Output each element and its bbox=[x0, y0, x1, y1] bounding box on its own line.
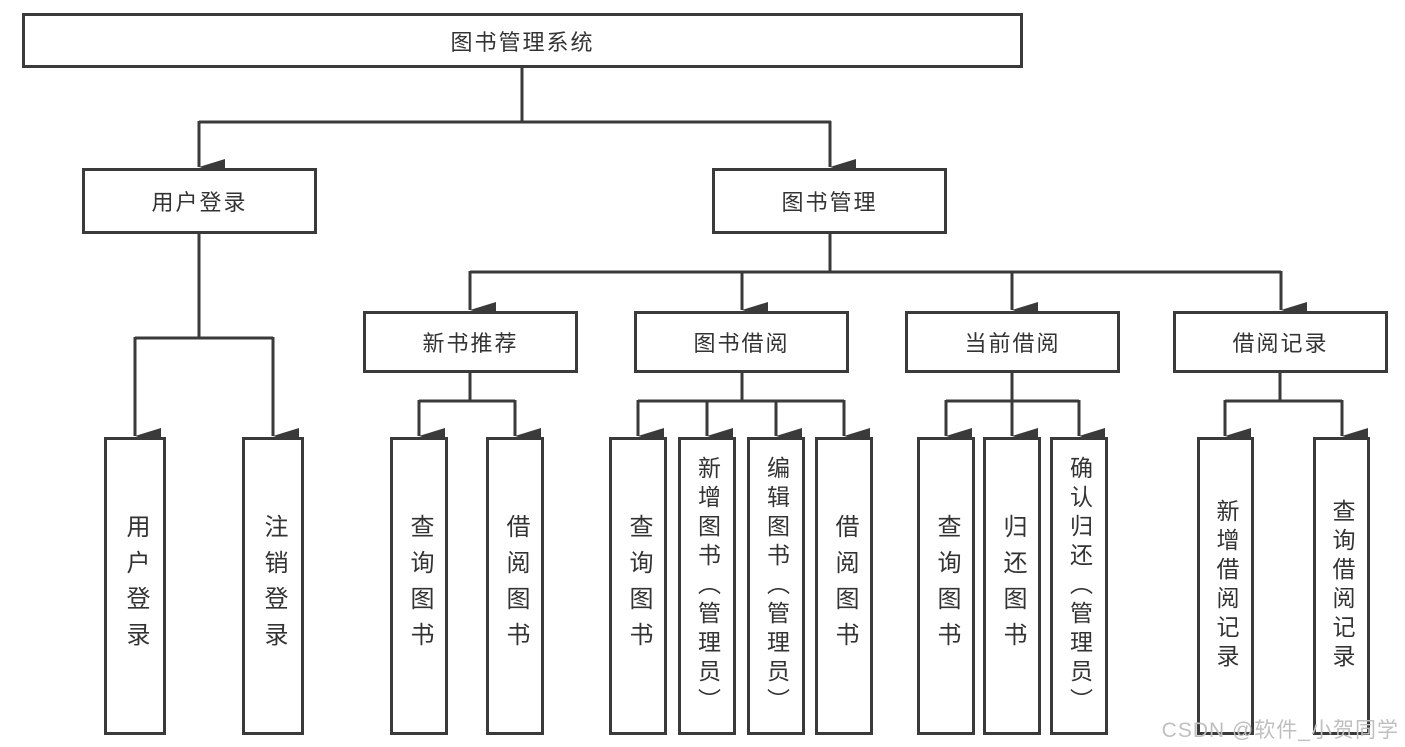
leaf-query-borrow-record: 查询借阅记录 bbox=[1313, 437, 1370, 735]
leaf-query-books: 查询图书 bbox=[390, 437, 448, 735]
leaf-return-books: 归还图书 bbox=[983, 437, 1041, 735]
node-current-borrowing: 当前借阅 bbox=[905, 311, 1120, 373]
node-label: 借阅图书 bbox=[502, 514, 529, 658]
node-label: 编辑图书（管理员） bbox=[763, 455, 790, 717]
connector-book-mgmt-to-level3 bbox=[468, 234, 1307, 318]
node-library-management-system: 图书管理系统 bbox=[22, 13, 1023, 68]
leaf-user-login: 用户登录 bbox=[104, 437, 166, 735]
node-label: 图书借阅 bbox=[693, 331, 790, 356]
node-label: 新增图书（管理员） bbox=[694, 455, 721, 717]
node-book-management: 图书管理 bbox=[712, 168, 947, 234]
node-label: 注销登录 bbox=[260, 514, 287, 658]
leaf-add-borrow-record: 新增借阅记录 bbox=[1197, 437, 1254, 735]
node-label: 借阅图书 bbox=[831, 514, 858, 658]
connector-root-to-level2 bbox=[197, 68, 856, 175]
node-new-book-recommendation: 新书推荐 bbox=[363, 311, 578, 373]
node-label: 用户登录 bbox=[151, 190, 248, 215]
leaf-logout: 注销登录 bbox=[242, 437, 304, 735]
leaf-query-books: 查询图书 bbox=[609, 437, 667, 735]
node-borrowing-records: 借阅记录 bbox=[1173, 311, 1388, 373]
node-label: 查询图书 bbox=[933, 514, 960, 658]
connector-user-login-to-leaves bbox=[133, 234, 299, 444]
node-book-borrowing: 图书借阅 bbox=[634, 311, 849, 373]
node-label: 查询借阅记录 bbox=[1329, 499, 1355, 673]
leaf-edit-books-admin: 编辑图书（管理员） bbox=[747, 437, 805, 735]
node-label: 用户登录 bbox=[122, 514, 149, 658]
node-label: 查询图书 bbox=[406, 514, 433, 658]
node-label: 图书管理 bbox=[781, 190, 878, 215]
connector-new-book-to-leaves bbox=[417, 373, 541, 444]
connector-borrow-records-to-leaves bbox=[1223, 373, 1368, 444]
leaf-borrow-books: 借阅图书 bbox=[486, 437, 544, 735]
leaf-add-books-admin: 新增图书（管理员） bbox=[678, 437, 736, 735]
connector-book-borrow-to-leaves bbox=[636, 373, 870, 444]
node-label: 归还图书 bbox=[999, 514, 1026, 658]
node-label: 借阅记录 bbox=[1232, 331, 1329, 356]
node-label: 图书管理系统 bbox=[450, 29, 595, 55]
node-label: 新增借阅记录 bbox=[1213, 499, 1239, 673]
connector-current-borrow-to-leaves bbox=[944, 373, 1105, 444]
leaf-confirm-return-admin: 确认归还（管理员） bbox=[1050, 437, 1108, 735]
node-user-login: 用户登录 bbox=[82, 168, 317, 234]
node-label: 新书推荐 bbox=[422, 331, 519, 356]
leaf-borrow-books: 借阅图书 bbox=[815, 437, 873, 735]
csdn-watermark: CSDN @软件_小贺同学 bbox=[1161, 719, 1399, 742]
node-label: 查询图书 bbox=[625, 514, 652, 658]
node-label: 当前借阅 bbox=[964, 331, 1061, 356]
node-label: 确认归还（管理员） bbox=[1066, 455, 1093, 717]
leaf-query-books: 查询图书 bbox=[917, 437, 975, 735]
